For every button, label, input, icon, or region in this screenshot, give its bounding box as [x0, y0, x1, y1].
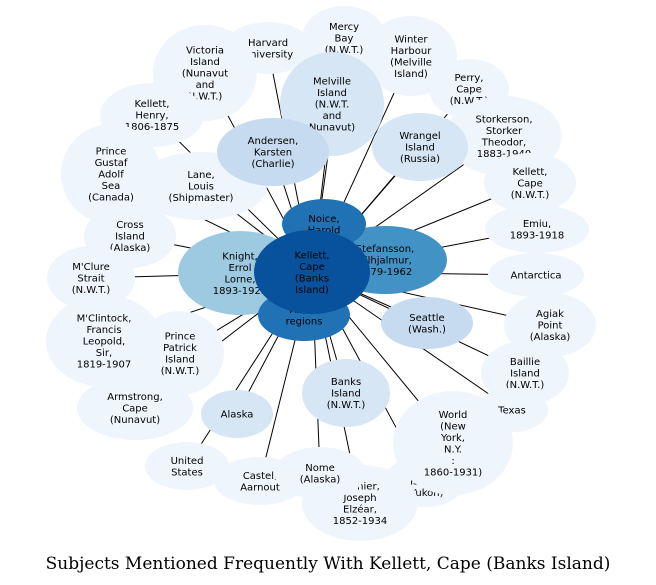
node-antarctica-shape	[488, 253, 584, 297]
node-andersen-karsten-shape	[217, 118, 329, 186]
node-kellett-cape-nwt-label: Kellett,Cape(N.W.T.)	[511, 167, 550, 201]
node-stefansson-label: Stefansson,Vilhjalmur,1879-1962	[356, 244, 414, 278]
node-seattle: Seattle(Wash.)	[381, 297, 473, 349]
node-mclintock-shape	[46, 295, 162, 387]
node-banks-island-shape	[302, 359, 390, 427]
node-center-shape	[254, 230, 370, 314]
node-agiak-point-shape	[504, 293, 596, 357]
node-emiu-label: Emiu,1893-1918	[510, 219, 565, 242]
node-nome-alaska-label: Nome(Alaska)	[300, 463, 341, 486]
node-lane-louis-label: Lane,Louis(Shipmaster)	[169, 170, 234, 204]
node-seattle-label: Seattle(Wash.)	[408, 313, 446, 336]
node-andersen-karsten-label: Andersen,Karsten(Charlie)	[248, 136, 299, 170]
node-kellett-cape-nwt-shape	[484, 153, 576, 213]
node-prince-patrick-shape	[136, 311, 224, 395]
node-emiu-shape	[485, 205, 589, 253]
node-castel-aarnout-label: Castel,Aarnout	[240, 471, 280, 494]
node-nome-alaska-shape	[274, 447, 366, 499]
node-kellett-henry-label: Kellett,Henry,1806-1875	[125, 99, 180, 133]
node-world-ny-shape	[393, 391, 513, 495]
node-alaska: Alaska	[201, 390, 273, 438]
node-mclure-strait-shape	[47, 246, 135, 310]
node-prince-gustaf-shape	[61, 124, 161, 224]
node-alaska-shape	[201, 390, 273, 438]
node-texas-label: Texas	[497, 406, 526, 417]
node-antarctica-label: Antarctica	[511, 271, 562, 282]
node-seattle-shape	[381, 297, 473, 349]
node-alaska-label: Alaska	[221, 410, 254, 421]
node-wrangel-island-shape	[372, 113, 468, 181]
node-kellett-cape-nwt: Kellett,Cape(N.W.T.)	[484, 153, 576, 213]
node-armstrong-cape-label: Armstrong,Cape(Nunavut)	[107, 392, 163, 426]
node-noice-harold-label: Noice,Harold	[308, 214, 341, 237]
node-united-states-shape	[145, 442, 229, 490]
node-nome-alaska: Nome(Alaska)	[274, 447, 366, 499]
node-perry-cape-label: Perry,Cape(N.W.T.)	[450, 73, 489, 107]
node-antarctica: Antarctica	[488, 253, 584, 297]
diagram-caption: Subjects Mentioned Frequently With Kelle…	[45, 554, 611, 574]
node-emiu: Emiu,1893-1918	[485, 205, 589, 253]
node-andersen-karsten: Andersen,Karsten(Charlie)	[217, 118, 329, 186]
